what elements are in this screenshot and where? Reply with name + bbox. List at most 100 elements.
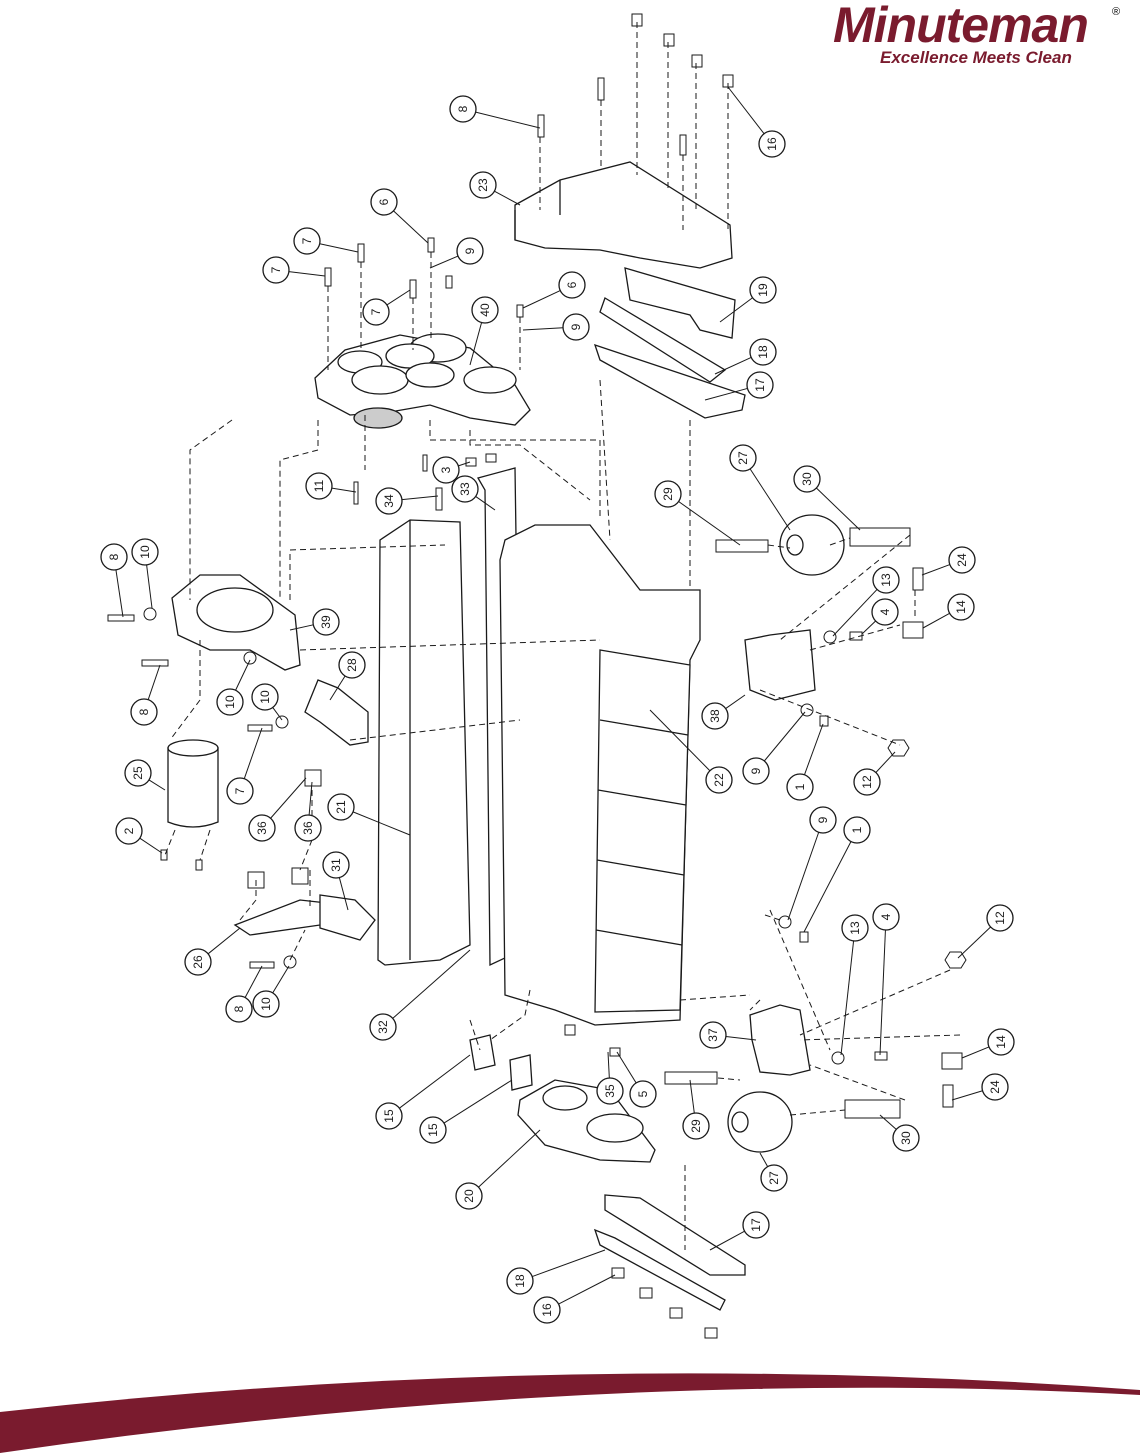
main-frame-rib <box>595 929 683 946</box>
callout-25: 25 <box>124 759 152 787</box>
callout-leader-line <box>714 356 752 375</box>
callout-circle <box>871 598 899 626</box>
callout-number: 29 <box>661 487 675 501</box>
callout-4: 4 <box>871 598 899 626</box>
callout-leader-line <box>235 659 251 691</box>
callout-circle <box>252 990 280 1018</box>
callout-circle <box>225 995 253 1023</box>
callout-leader-line <box>319 243 359 253</box>
callout-leader-line <box>272 965 290 994</box>
callout-circle <box>471 296 499 324</box>
callout-circle <box>338 651 366 679</box>
callout-24: 24 <box>981 1073 1009 1101</box>
callout-number: 22 <box>712 773 726 787</box>
washer <box>243 651 257 665</box>
callout-circle <box>705 766 733 794</box>
callout-24: 24 <box>948 546 976 574</box>
callout-16: 16 <box>758 130 786 158</box>
callout-9: 9 <box>562 313 590 341</box>
callout-number: 38 <box>708 709 722 723</box>
callout-circle <box>872 903 900 931</box>
callout-circle <box>596 1077 624 1105</box>
callout-leader-line <box>558 1274 616 1305</box>
bottom-plate-pulley <box>542 1085 588 1111</box>
bushing <box>844 1099 901 1119</box>
main-frame-rib <box>599 719 689 736</box>
callout-1: 1 <box>786 773 814 801</box>
motor-cylinder-top <box>167 739 219 757</box>
washer <box>143 607 157 621</box>
callout-34: 34 <box>375 487 403 515</box>
callout-31: 31 <box>322 851 350 879</box>
callout-number: 24 <box>988 1080 1002 1094</box>
callout-number: 9 <box>816 816 830 823</box>
callout-number: 9 <box>749 767 763 774</box>
top-cover-edge <box>514 180 561 240</box>
callout-30: 30 <box>892 1124 920 1152</box>
callout-number: 4 <box>878 608 892 615</box>
callout-circle <box>682 1112 710 1140</box>
callout-circle <box>843 816 871 844</box>
main-frame-rib <box>596 859 685 876</box>
callout-number: 8 <box>137 708 151 715</box>
spacer <box>291 867 309 885</box>
callout-leader-line <box>386 289 411 306</box>
gear-pulley <box>405 362 455 388</box>
callout-number: 21 <box>334 800 348 814</box>
screw <box>160 849 168 861</box>
callout-9: 9 <box>742 757 770 785</box>
callout-21: 21 <box>327 793 355 821</box>
callout-leader-line <box>951 1090 983 1101</box>
callout-leader-line <box>147 664 161 700</box>
callout-number: 26 <box>191 955 205 969</box>
callout-number: 15 <box>382 1109 396 1123</box>
wheel-hub <box>786 534 804 556</box>
brand-name: Minuteman <box>833 0 1089 53</box>
callout-leader-line <box>763 711 806 762</box>
callout-29: 29 <box>654 480 682 508</box>
wheel-hub <box>731 1111 749 1133</box>
callout-circle <box>322 851 350 879</box>
callout-16: 16 <box>533 1296 561 1324</box>
callout-number: 1 <box>793 783 807 790</box>
pin <box>353 481 359 505</box>
callout-leader-line <box>803 723 824 775</box>
callout-number: 31 <box>329 858 343 872</box>
callout-circle <box>327 793 355 821</box>
brand-swoosh <box>0 1373 1140 1453</box>
callout-number: 25 <box>131 766 145 780</box>
callout-circle <box>749 338 777 366</box>
callout-leader-line <box>401 495 439 501</box>
callout-number: 8 <box>107 553 121 560</box>
callout-leader-line <box>725 694 746 709</box>
callout-circle <box>312 608 340 636</box>
callout-leader-line <box>922 612 950 629</box>
callout-9: 9 <box>809 806 837 834</box>
callout-leader-line <box>289 624 314 631</box>
callout-leader-line <box>879 1114 897 1130</box>
callout-number: 5 <box>636 1090 650 1097</box>
callout-27: 27 <box>729 444 757 472</box>
screw <box>942 1084 954 1108</box>
callout-circle <box>853 768 881 796</box>
callout-leader-line <box>469 322 483 366</box>
bottom-bracket-part-17 <box>604 1194 746 1276</box>
callout-number: 24 <box>955 553 969 567</box>
callout-leader-line <box>803 841 852 933</box>
callout-13: 13 <box>872 566 900 594</box>
callout-number: 36 <box>255 821 269 835</box>
callout-circle <box>746 371 774 399</box>
callout-circle <box>432 456 460 484</box>
callout-leader-line <box>458 461 471 467</box>
callout-37: 37 <box>699 1021 727 1049</box>
callout-number: 10 <box>259 997 273 1011</box>
callout-8: 8 <box>225 995 253 1023</box>
callout-number: 12 <box>993 911 1007 925</box>
gear-pulley <box>463 366 517 394</box>
bushing <box>849 527 911 547</box>
callout-number: 33 <box>458 482 472 496</box>
callout-leader-line <box>329 675 346 701</box>
callout-leader-line <box>832 589 878 637</box>
callout-10: 10 <box>131 538 159 566</box>
